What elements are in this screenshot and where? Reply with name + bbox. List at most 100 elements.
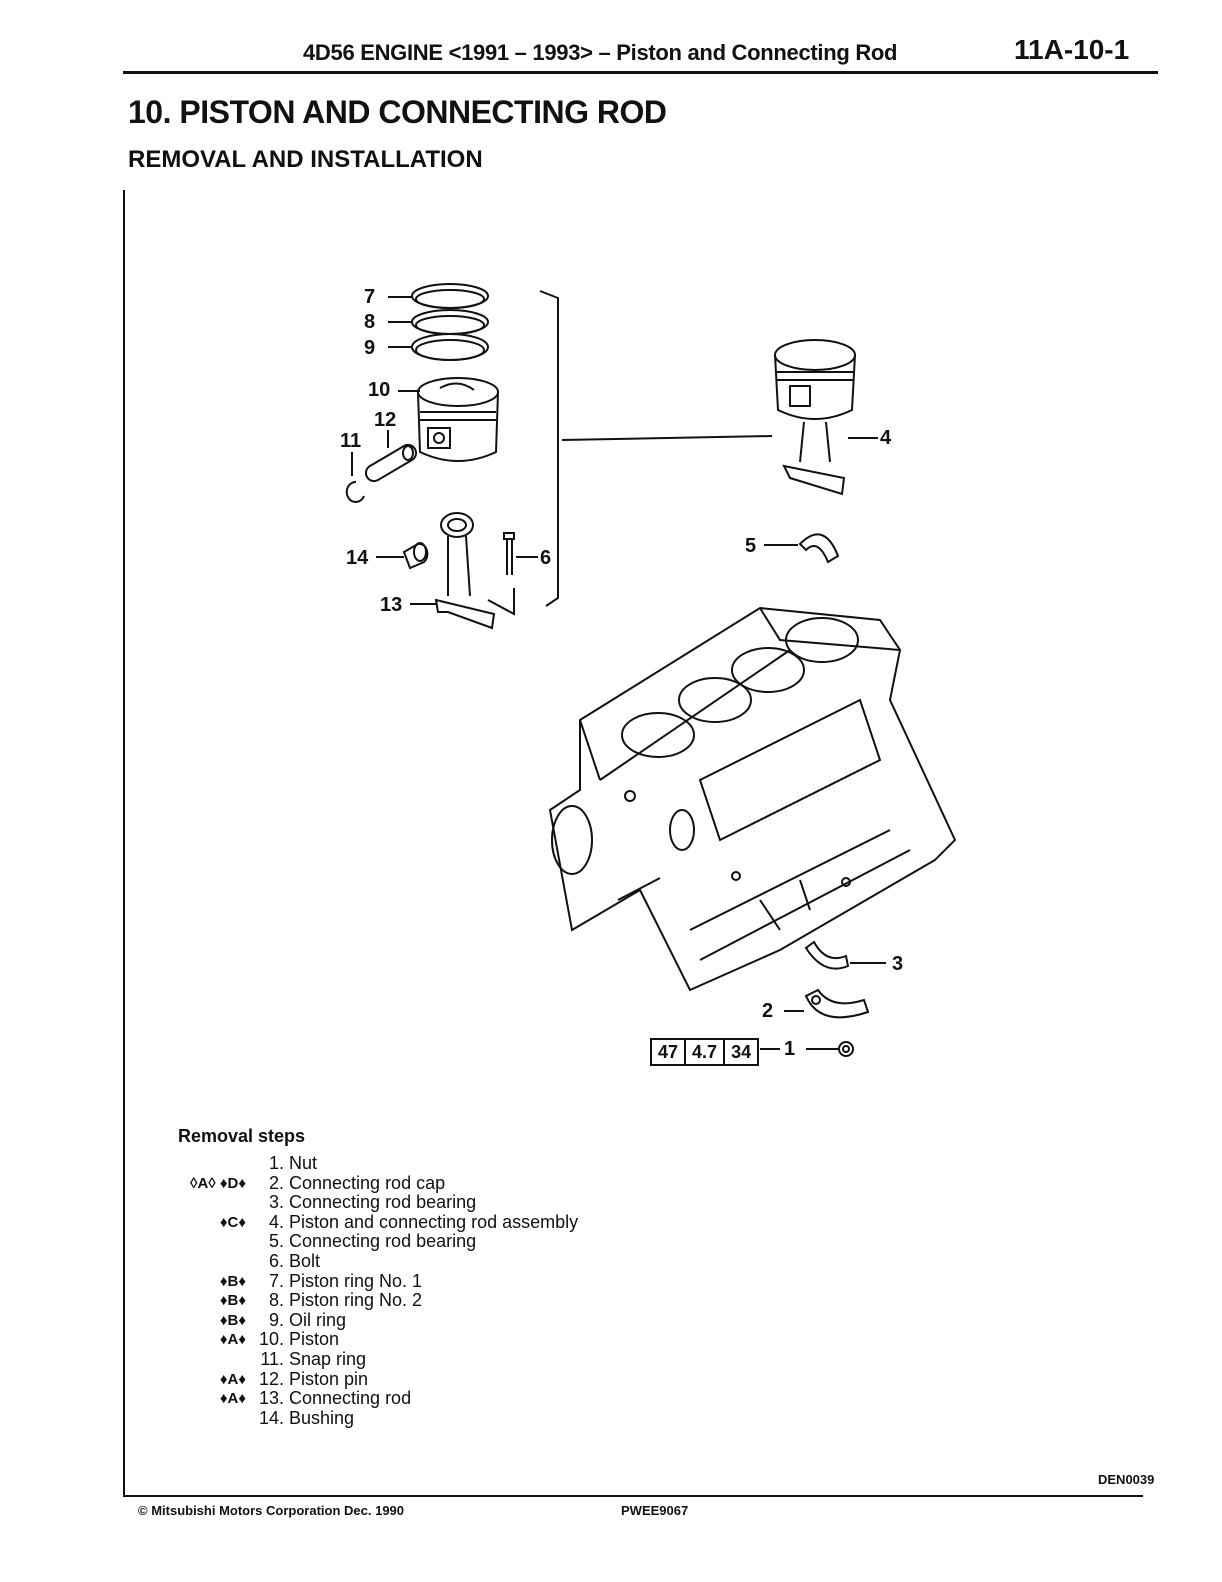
step-label: Snap ring — [289, 1348, 367, 1369]
step-label: Connecting rod bearing — [289, 1231, 477, 1252]
removal-step: ♦A♦ 12.Piston pin — [150, 1368, 670, 1390]
bushing-drawing — [402, 542, 429, 570]
frame-bottom-rule — [123, 1495, 1143, 1497]
snap-ring-drawing — [345, 480, 365, 503]
step-label: Piston — [289, 1329, 340, 1350]
piston-drawing — [417, 377, 499, 462]
lower-bearing-drawing — [804, 940, 850, 970]
service-mark — [150, 1252, 248, 1272]
removal-step: ♦C♦ 4.Piston and connecting rod assembly — [150, 1211, 670, 1233]
engine-block-drawing — [548, 606, 957, 992]
step-label: Piston ring No. 2 — [289, 1290, 423, 1311]
upper-bearing-drawing — [798, 533, 840, 564]
callout-7: 7 — [364, 286, 376, 308]
copyright: © Mitsubishi Motors Corporation Dec. 199… — [138, 1503, 405, 1518]
header-rule — [123, 71, 1158, 74]
step-label: Piston ring No. 1 — [289, 1270, 423, 1291]
removal-step: 3.Connecting rod bearing — [150, 1193, 670, 1213]
piston-pin-drawing — [364, 443, 418, 483]
callout-14: 14 — [346, 547, 369, 569]
piston-rod-assembly-drawing — [774, 339, 856, 496]
removal-step: ♦A♦ 13.Connecting rod — [150, 1389, 670, 1409]
removal-step: ♦B♦ 7.Piston ring No. 1 — [150, 1270, 670, 1292]
section-subtitle: REMOVAL AND INSTALLATION — [128, 146, 483, 173]
callout-13: 13 — [380, 594, 403, 616]
step-number: 14. — [258, 1407, 284, 1428]
connecting-rod-drawing — [434, 512, 496, 630]
step-label: Piston pin — [289, 1368, 369, 1389]
service-mark — [150, 1350, 248, 1370]
step-label: Connecting rod bearing — [289, 1192, 477, 1213]
callout-12: 12 — [374, 409, 397, 431]
step-number: 12. — [258, 1368, 284, 1389]
step-number: 3. — [268, 1192, 284, 1213]
removal-step: 5.Connecting rod bearing — [150, 1232, 670, 1252]
step-number: 6. — [268, 1250, 284, 1271]
callout-11: 11 — [340, 430, 362, 452]
step-number: 10. — [258, 1329, 284, 1350]
removal-step: 1.Nut — [150, 1153, 670, 1174]
callout-8: 8 — [364, 311, 376, 333]
removal-step: 14.Bushing — [150, 1407, 670, 1429]
step-number: 5. — [268, 1231, 284, 1252]
service-mark: ◊A◊ ♦D♦ — [190, 1174, 246, 1192]
torque-kgm: 4.7 — [686, 1040, 726, 1064]
step-number: 1. — [268, 1153, 284, 1173]
service-mark: ♦A♦ — [219, 1390, 246, 1408]
service-mark: ♦B♦ — [219, 1311, 246, 1329]
service-mark: ♦A♦ — [219, 1331, 246, 1349]
step-number: 8. — [268, 1290, 284, 1311]
section-title: 10. PISTON AND CONNECTING ROD — [128, 94, 667, 130]
service-mark: ♦C♦ — [219, 1213, 246, 1231]
callout-1: 1 — [784, 1038, 796, 1060]
callout-5: 5 — [745, 535, 757, 557]
step-number: 11. — [260, 1348, 284, 1369]
piston-ring-2-drawing — [411, 309, 489, 335]
callout-6: 6 — [540, 547, 552, 569]
step-number: 2. — [268, 1172, 284, 1193]
step-number: 7. — [268, 1270, 284, 1291]
step-label: Bushing — [289, 1407, 355, 1428]
torque-spec-box: 47 4.7 34 — [650, 1038, 760, 1066]
step-label: Piston and connecting rod assembly — [289, 1211, 579, 1232]
service-mark — [150, 1154, 248, 1174]
step-label: Connecting rod — [289, 1388, 412, 1409]
oil-ring-drawing — [411, 333, 489, 361]
service-mark — [150, 1193, 248, 1213]
step-label: Connecting rod cap — [289, 1172, 446, 1193]
step-number: 4. — [268, 1211, 284, 1232]
callout-2: 2 — [762, 1000, 774, 1022]
callout-4: 4 — [880, 427, 892, 449]
figure-id: DEN0039 — [1098, 1472, 1155, 1487]
service-mark — [150, 1409, 248, 1429]
removal-step: 11.Snap ring — [150, 1348, 670, 1370]
removal-step: ♦A♦ 10.Piston — [150, 1330, 670, 1350]
step-label: Bolt — [289, 1250, 321, 1271]
header-title: 4D56 ENGINE <1991 – 1993> – Piston and C… — [303, 40, 898, 65]
service-mark: ♦B♦ — [219, 1272, 246, 1290]
removal-steps-title: Removal steps — [178, 1126, 306, 1146]
step-number: 9. — [268, 1309, 284, 1330]
piston-ring-1-drawing — [411, 283, 489, 309]
callout-10: 10 — [368, 379, 391, 401]
removal-step: ◊A◊ ♦D♦ 2.Connecting rod cap — [150, 1172, 670, 1194]
service-mark — [150, 1232, 248, 1252]
bolt-drawing — [503, 532, 515, 575]
callout-9: 9 — [364, 337, 376, 359]
page-number: 11A-10-1 — [1014, 34, 1130, 65]
callout-3: 3 — [892, 953, 904, 975]
frame-left-rule — [123, 190, 125, 1496]
step-label: Oil ring — [289, 1309, 347, 1330]
step-label: Nut — [289, 1153, 318, 1173]
step-number: 13. — [258, 1388, 284, 1409]
connecting-rod-cap-drawing — [804, 988, 870, 1019]
service-mark: ♦A♦ — [219, 1370, 246, 1388]
torque-nm: 47 — [652, 1040, 687, 1064]
torque-ftlb: 34 — [731, 1042, 752, 1062]
removal-step: ♦B♦ 9.Oil ring — [150, 1309, 670, 1331]
removal-step: 6.Bolt — [150, 1250, 670, 1272]
assembly-bracket — [539, 290, 559, 607]
removal-step: ♦B♦8.Piston ring No. 2 — [150, 1291, 670, 1311]
